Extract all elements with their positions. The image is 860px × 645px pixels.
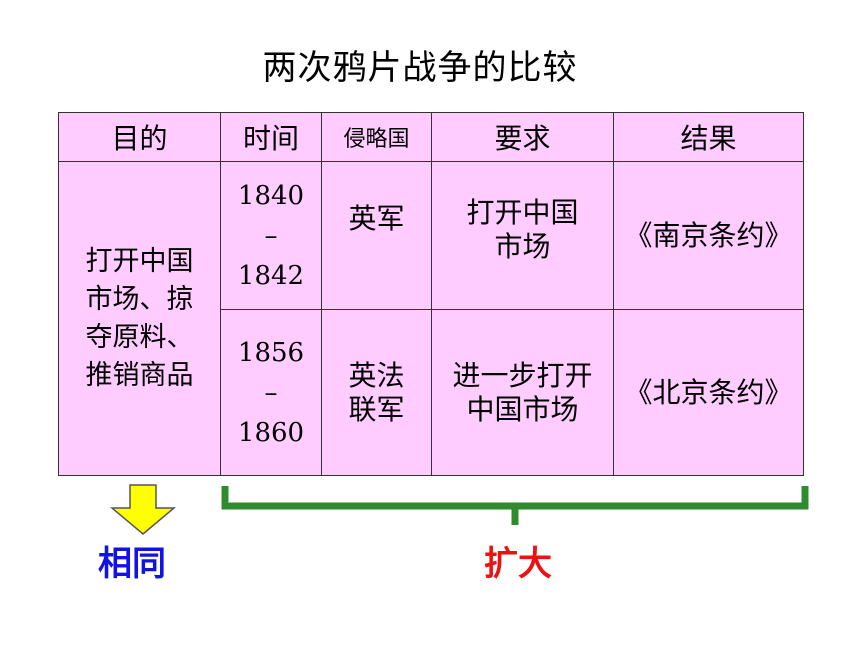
invader-cell: 英法 联军 — [321, 309, 432, 476]
bracket-icon — [221, 486, 809, 525]
header-demand: 要求 — [431, 112, 614, 162]
purpose-line: 打开中国 — [85, 245, 194, 277]
header-result: 结果 — [613, 112, 804, 162]
demand-cell: 打开中国 市场 — [431, 161, 614, 310]
table-row: 1856 – 1860 英法 联军 进一步打开 中国市场 《北京条约》 — [59, 309, 804, 476]
result-text: 《南京条约》 — [624, 218, 793, 252]
purpose-line: 市场、掠 — [85, 283, 194, 315]
invader-line: 英法 — [348, 358, 405, 392]
time-dash: – — [264, 220, 278, 251]
demand-line: 中国市场 — [466, 392, 579, 426]
time-start: 1840 — [237, 180, 305, 211]
down-arrow-icon — [110, 484, 176, 535]
expand-label: 扩大 — [484, 544, 552, 584]
time-end: 1842 — [237, 260, 305, 291]
header-invader: 侵略国 — [321, 112, 432, 162]
header-time: 时间 — [220, 112, 322, 162]
result-text: 《北京条约》 — [624, 375, 793, 409]
result-cell: 《北京条约》 — [613, 309, 804, 476]
demand-cell: 进一步打开 中国市场 — [431, 309, 614, 476]
purpose-line: 夺原料、 — [85, 321, 194, 353]
purpose-cell: 打开中国 市场、掠 夺原料、 推销商品 — [58, 161, 221, 476]
time-cell: 1856 – 1860 — [220, 309, 322, 476]
comparison-table: 目的 时间 侵略国 要求 结果 打开中国 市场、掠 夺原料、 推销商品 1840… — [58, 112, 804, 476]
invader-line: 联军 — [348, 392, 405, 426]
table-header-row: 目的 时间 侵略国 要求 结果 — [58, 112, 804, 162]
invader-cell: 英军 — [321, 161, 432, 310]
purpose-line: 推销商品 — [85, 359, 194, 391]
demand-line: 进一步打开 — [452, 358, 593, 392]
time-dash: – — [264, 377, 278, 408]
same-label: 相同 — [98, 544, 166, 584]
demand-line: 打开中国 — [466, 196, 579, 229]
result-cell: 《南京条约》 — [613, 161, 804, 310]
table-row: 打开中国 市场、掠 夺原料、 推销商品 1840 – 1842 英军 打开中国 … — [58, 161, 804, 476]
time-cell: 1840 – 1842 — [220, 161, 322, 310]
invader-text: 英军 — [348, 202, 405, 235]
demand-line: 市场 — [494, 230, 551, 263]
time-end: 1860 — [237, 417, 305, 448]
page-title: 两次鸦片战争的比较 — [262, 48, 578, 88]
header-purpose: 目的 — [58, 112, 221, 162]
time-start: 1856 — [237, 337, 305, 368]
